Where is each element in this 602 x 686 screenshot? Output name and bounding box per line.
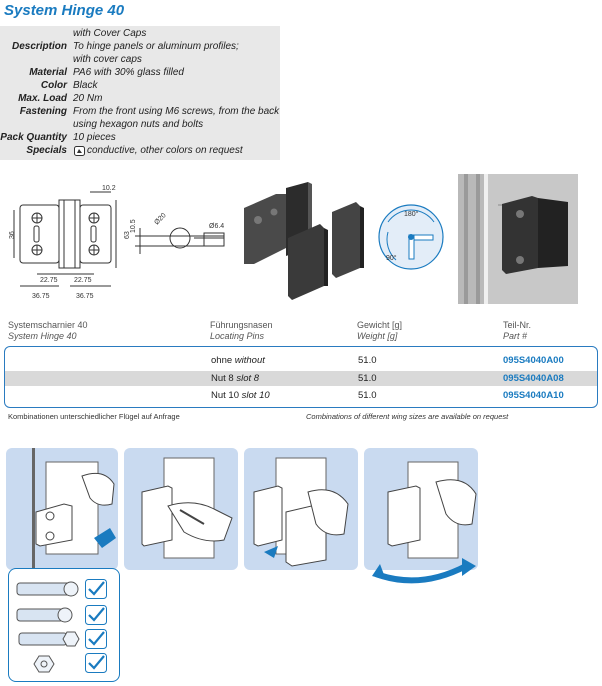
dim-label: Ø20	[153, 212, 167, 226]
col-header-part: Teil-Nr.Part #	[503, 320, 532, 341]
dim-label: Ø6.4	[209, 223, 224, 230]
check-icon	[85, 629, 107, 654]
rotation-diagram: 180° 90°	[378, 204, 444, 270]
assembly-illustration	[253, 457, 349, 567]
fastener-options	[8, 568, 120, 682]
angle-label: 90°	[386, 254, 397, 262]
rotate-arrow-icon	[372, 558, 476, 584]
table-row: Nut 10 slot 10 51.0 095S4040A10	[211, 390, 564, 401]
dim-label: 10.5	[130, 219, 137, 233]
col-header-weight: Gewicht [g]Weight [g]	[357, 320, 403, 341]
assembly-step-3	[244, 448, 358, 570]
dim-label: 36.75	[32, 293, 50, 300]
hinge-render-image	[244, 182, 364, 300]
note-en: Combinations of different wing sizes are…	[306, 412, 509, 421]
dim-label: 63	[124, 231, 131, 239]
dim-label: 36	[9, 231, 16, 239]
page-title: System Hinge 40	[4, 2, 125, 19]
assembly-step-1	[6, 448, 118, 570]
assembly-step-2	[124, 448, 238, 570]
assembly-illustration	[387, 461, 477, 559]
assembly-step-4	[364, 448, 478, 570]
dim-label: 36.75	[76, 293, 94, 300]
angle-label: 180°	[404, 210, 419, 218]
table-row: ohne without 51.0 095S4040A00	[211, 355, 564, 366]
assembly-illustration	[141, 457, 233, 559]
fastener-illustration	[16, 581, 80, 673]
check-icon	[85, 653, 107, 678]
check-icon	[85, 579, 107, 604]
dim-label: 22.75	[74, 277, 92, 284]
table-row: Nut 8 slot 8 51.0 095S4040A08	[5, 371, 597, 386]
conductive-icon	[74, 146, 85, 156]
dim-label: 22.75	[40, 277, 58, 284]
parts-table: ohne without 51.0 095S4040A00 Nut 8 slot…	[4, 346, 598, 408]
application-photo	[458, 174, 578, 304]
dim-label: 10.2	[102, 185, 116, 192]
assembly-illustration	[32, 448, 116, 570]
note-de: Kombinationen unterschiedlicher Flügel a…	[8, 412, 180, 421]
technical-drawing: 10.2 36 63 10.5 Ø20 Ø6.4 22.75 22.75 36.…	[9, 185, 225, 300]
check-icon	[85, 605, 107, 630]
